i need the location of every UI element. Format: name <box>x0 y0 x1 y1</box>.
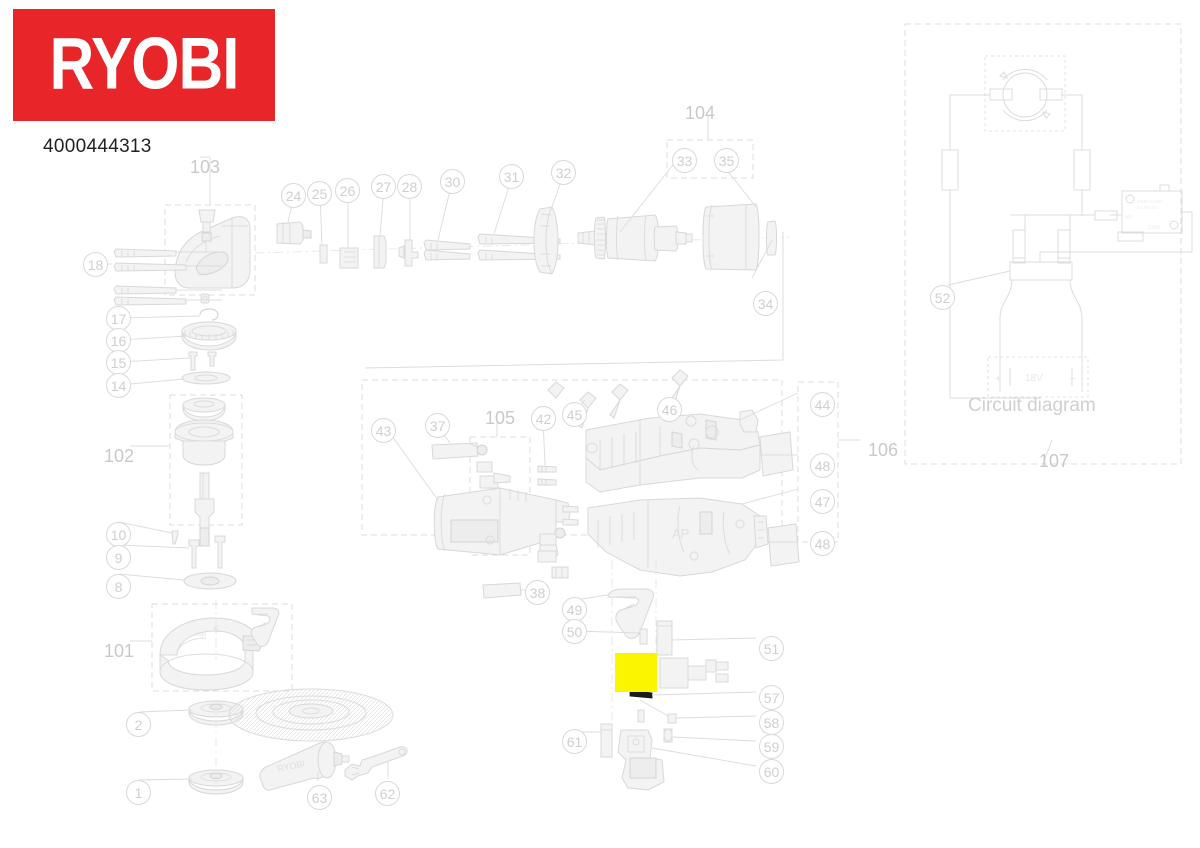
part-callout-61[interactable]: 61 <box>562 729 587 754</box>
part-callout-47[interactable]: 47 <box>810 489 835 514</box>
part-callout-49[interactable]: 49 <box>562 597 587 622</box>
svg-text:6: 6 <box>214 625 219 634</box>
part-callout-106[interactable]: 106 <box>868 440 899 460</box>
part-callout-8[interactable]: 8 <box>106 574 131 599</box>
part-callout-43[interactable]: 43 <box>371 418 396 443</box>
part-callout-62[interactable]: 62 <box>375 781 400 806</box>
part-callout-48[interactable]: 48 <box>810 453 835 478</box>
part-callout-30[interactable]: 30 <box>440 169 465 194</box>
svg-text:5A 30VDC: 5A 30VDC <box>1137 205 1159 210</box>
part-callout-28[interactable]: 28 <box>397 174 422 199</box>
svg-text:NO: NO <box>1125 215 1133 221</box>
part-callout-45[interactable]: 45 <box>562 402 587 427</box>
part-callout-48[interactable]: 48 <box>810 531 835 556</box>
part-callout-15[interactable]: 15 <box>106 350 131 375</box>
part-callout-44[interactable]: 44 <box>810 392 835 417</box>
part-callout-26[interactable]: 26 <box>335 178 360 203</box>
ryobi-logo: RYOBI <box>13 9 275 121</box>
part-callout-58[interactable]: 58 <box>759 710 784 735</box>
part-callout-102[interactable]: 102 <box>104 446 135 466</box>
part-callout-57[interactable]: 57 <box>759 685 784 710</box>
part-callout-104[interactable]: 104 <box>685 103 716 123</box>
part-callout-105[interactable]: 105 <box>485 408 516 428</box>
part-callout-103[interactable]: 103 <box>190 157 221 177</box>
part-callout-10[interactable]: 10 <box>106 522 131 547</box>
part-callout-37[interactable]: 37 <box>425 413 450 438</box>
svg-text:AP: AP <box>672 526 689 541</box>
part-callout-31[interactable]: 31 <box>499 164 524 189</box>
part-callout-46[interactable]: 46 <box>657 397 682 422</box>
part-callout-14[interactable]: 14 <box>106 373 131 398</box>
part-callout-24[interactable]: 24 <box>281 183 306 208</box>
part-callout-18[interactable]: 18 <box>83 252 108 277</box>
part-callout-25[interactable]: 25 <box>307 181 332 206</box>
circuit-diagram-title: Circuit diagram <box>968 395 1096 416</box>
part-callout-34[interactable]: 34 <box>753 291 778 316</box>
part-callout-32[interactable]: 32 <box>551 160 576 185</box>
svg-text:MSW-11N08: MSW-11N08 <box>1137 199 1163 204</box>
svg-text:max: max <box>195 632 206 638</box>
part-callout-38[interactable]: 38 <box>525 580 550 605</box>
svg-text:+: + <box>995 373 1001 385</box>
part-callout-50[interactable]: 50 <box>562 619 587 644</box>
part-callout-63[interactable]: 63 <box>307 785 332 810</box>
highlighted-part-region[interactable] <box>615 653 657 692</box>
part-callout-2[interactable]: 2 <box>126 712 151 737</box>
part-callout-101[interactable]: 101 <box>104 641 135 661</box>
svg-text:18V: 18V <box>1025 373 1043 384</box>
svg-text:−: − <box>1070 373 1076 385</box>
part-callout-42[interactable]: 42 <box>531 406 556 431</box>
part-callout-9[interactable]: 9 <box>106 545 131 570</box>
part-callout-52[interactable]: 52 <box>930 285 955 310</box>
part-callout-1[interactable]: 1 <box>126 780 151 805</box>
part-callout-60[interactable]: 60 <box>759 759 784 784</box>
part-callout-51[interactable]: 51 <box>759 636 784 661</box>
document-number: 4000444313 <box>43 136 152 157</box>
part-callout-33[interactable]: 33 <box>672 148 697 173</box>
part-callout-107[interactable]: 107 <box>1039 451 1070 471</box>
part-callout-35[interactable]: 35 <box>714 148 739 173</box>
svg-text:COM: COM <box>1148 225 1160 231</box>
ryobi-logo-text: RYOBI <box>49 23 239 106</box>
part-callout-59[interactable]: 59 <box>759 734 784 759</box>
part-callout-27[interactable]: 27 <box>371 174 396 199</box>
